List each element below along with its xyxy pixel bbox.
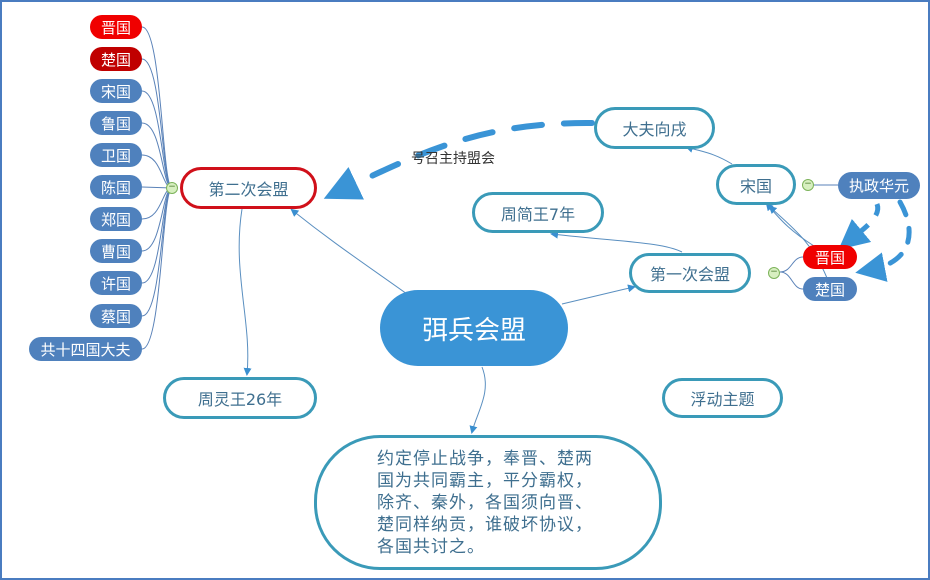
state-chen[interactable]: 陈国 bbox=[90, 175, 142, 199]
state-xu[interactable]: 许国 bbox=[90, 271, 142, 295]
first-state-chu[interactable]: 楚国 bbox=[803, 277, 857, 301]
topic-second-meeting[interactable]: 第二次会盟 bbox=[180, 167, 317, 209]
state-jin[interactable]: 晋国 bbox=[90, 15, 142, 39]
state-cai[interactable]: 蔡国 bbox=[90, 304, 142, 328]
state-fourteen-officials[interactable]: 共十四国大夫 bbox=[29, 337, 142, 361]
collapse-toggle-icon[interactable]: − bbox=[768, 267, 780, 279]
central-topic[interactable]: 弭兵会盟 bbox=[380, 290, 568, 366]
song-leader[interactable]: 执政华元 bbox=[838, 172, 920, 199]
floating-topic[interactable]: 浮动主题 bbox=[662, 378, 783, 418]
relation-label[interactable]: 号召主持盟会 bbox=[411, 151, 495, 167]
agreement-text: 约定停止战争，奉晋、楚两国为共同霸主，平分霸权，除齐、秦外，各国须向晋、楚同样纳… bbox=[377, 449, 593, 557]
state-zheng[interactable]: 郑国 bbox=[90, 207, 142, 231]
topic-first-meeting[interactable]: 第一次会盟 bbox=[629, 253, 751, 293]
first-state-jin[interactable]: 晋国 bbox=[803, 245, 857, 269]
collapse-toggle-icon[interactable]: − bbox=[166, 182, 178, 194]
state-chu[interactable]: 楚国 bbox=[90, 47, 142, 71]
state-cao[interactable]: 曹国 bbox=[90, 239, 142, 263]
agreement-content[interactable]: 约定停止战争，奉晋、楚两国为共同霸主，平分霸权，除齐、秦外，各国须向晋、楚同样纳… bbox=[314, 435, 662, 570]
state-lu[interactable]: 鲁国 bbox=[90, 111, 142, 135]
topic-first-time[interactable]: 周简王7年 bbox=[472, 192, 604, 233]
state-wei[interactable]: 卫国 bbox=[90, 143, 142, 167]
topic-second-time[interactable]: 周灵王26年 bbox=[163, 377, 317, 419]
topic-song[interactable]: 宋国 bbox=[716, 164, 796, 205]
topic-official[interactable]: 大夫向戌 bbox=[594, 107, 715, 149]
collapse-toggle-icon[interactable]: − bbox=[802, 179, 814, 191]
state-song[interactable]: 宋国 bbox=[90, 79, 142, 103]
